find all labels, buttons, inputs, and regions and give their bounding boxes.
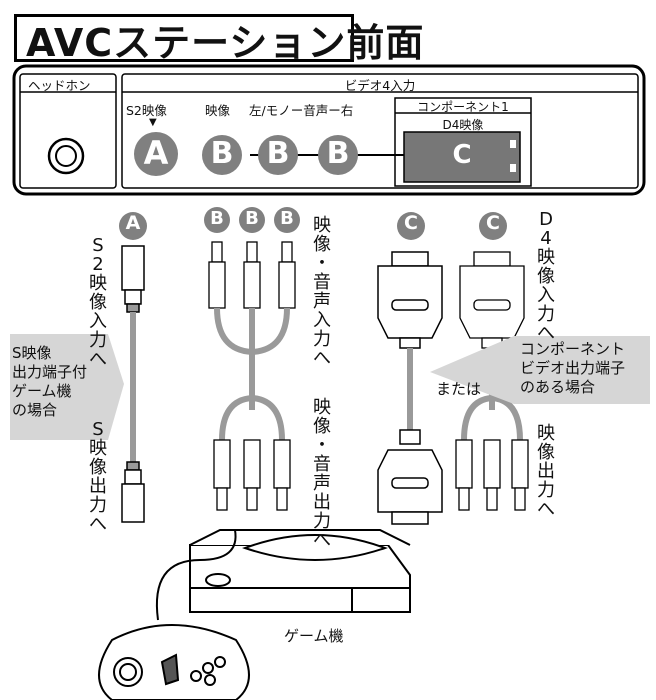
av-in-char: 声 [313,291,331,312]
av-cable [208,241,296,511]
av-out-char: 像 [313,416,331,437]
s2-in-char: 像 [89,292,107,313]
av-out-char: 出 [313,492,331,513]
badge-b-label: B [210,208,224,229]
vid-out-char: へ [537,499,555,520]
av-out-char: 声 [313,473,331,494]
av-out-char: 音 [313,454,331,475]
s2-in-char: S [92,235,104,256]
comp-note-line: ビデオ出力端子 [520,359,626,377]
component-note: コンポーネントビデオ出力端子のある場合 [520,340,625,397]
component-label: コンポーネント1 [417,100,509,114]
s2-video-label: S2映像 [126,103,167,118]
d4-in-char: へ [537,323,555,344]
s-out-char: 出 [89,476,107,497]
av-out-char: 映 [313,397,331,418]
av-output-label: 映像・音声出力へ [312,398,332,550]
game-console-icon [189,529,411,613]
headphone-label: ヘッドホン [28,78,91,93]
d4-in-char: D [539,209,553,230]
s-out-char: 映 [89,438,107,459]
s-out-char: S [92,419,104,440]
page-title: AVCステーション前面 [26,21,425,65]
s-video-note: S映像出力端子付ゲーム機の場合 [12,344,87,420]
arrow-down-icon: ▼ [149,117,157,128]
av-in-char: 像 [313,234,331,255]
badge-b-port-right [318,135,358,175]
badge-b-label: B [266,136,290,171]
av-in-char: へ [313,348,331,369]
s2-in-char: 入 [89,311,107,332]
cable-badges [119,207,507,240]
d4-in-char: 像 [537,266,555,287]
badge-b-label: B [280,208,294,229]
d4-in-char: 4 [540,228,552,249]
s2-in-char: 力 [89,330,107,351]
video-label: 映像 [205,103,231,118]
or-label: または [436,380,482,398]
s-note-line: S映像 [12,344,52,362]
badge-b-label: B [326,136,350,171]
av-input-label: 映像・音声入力へ [312,216,332,368]
comp-note-line: のある場合 [520,378,596,396]
vid-out-char: 出 [537,461,555,482]
badge-b-label: B [245,208,259,229]
badge-a-label: A [143,134,169,172]
d4-in-char: 力 [537,304,555,325]
d4-in-char: 入 [537,285,555,306]
av-in-char: ・ [313,253,331,274]
title-box [14,14,354,62]
badge-c-port-label: C [452,140,472,170]
badge-b-port-left [258,135,298,175]
badge-b-label: B [210,136,234,171]
video-output-label: 映像出力へ [536,424,556,519]
controller-icon [98,529,250,700]
d-terminal-cable [377,251,443,525]
s-out-char: へ [89,514,107,535]
vid-out-char: 映 [537,423,555,444]
av-out-char: ・ [313,435,331,456]
d4-port [403,131,521,183]
vid-out-char: 力 [537,480,555,501]
s2-in-char: 映 [89,273,107,294]
vid-out-char: 像 [537,442,555,463]
s-note-line: 出力端子付 [12,363,88,381]
s2-in-char: へ [89,349,107,370]
s-out-char: 像 [89,457,107,478]
d4-in-char: 映 [537,247,555,268]
video4-label: ビデオ4入力 [344,78,416,93]
audio-label: 左/モノー音声ー右 [249,103,354,118]
s-video-cable [121,245,145,523]
s-video-note-bg [10,334,124,440]
av-in-char: 力 [313,329,331,350]
badge-c-label: C [486,212,500,234]
comp-note-line: コンポーネント [520,340,626,358]
av-out-char: 力 [313,511,331,532]
console-label: ゲーム機 [284,627,344,645]
s-note-line: の場合 [12,401,58,419]
s2-in-char: 2 [92,254,104,275]
badge-b-port-video [202,135,242,175]
av-in-char: 映 [313,215,331,236]
badge-a-label: A [125,212,141,234]
component-note-bg [430,336,650,404]
av-out-char: へ [313,530,331,551]
d-to-component-cable [455,251,529,511]
d4-video-label: D4映像 [442,118,484,132]
badge-c-label: C [404,212,418,234]
s-note-line: ゲーム機 [12,382,72,400]
av-in-char: 入 [313,310,331,331]
badge-a-port [134,132,178,176]
av-in-char: 音 [313,272,331,293]
s-out-char: 力 [89,495,107,516]
panel-badges [134,132,358,176]
